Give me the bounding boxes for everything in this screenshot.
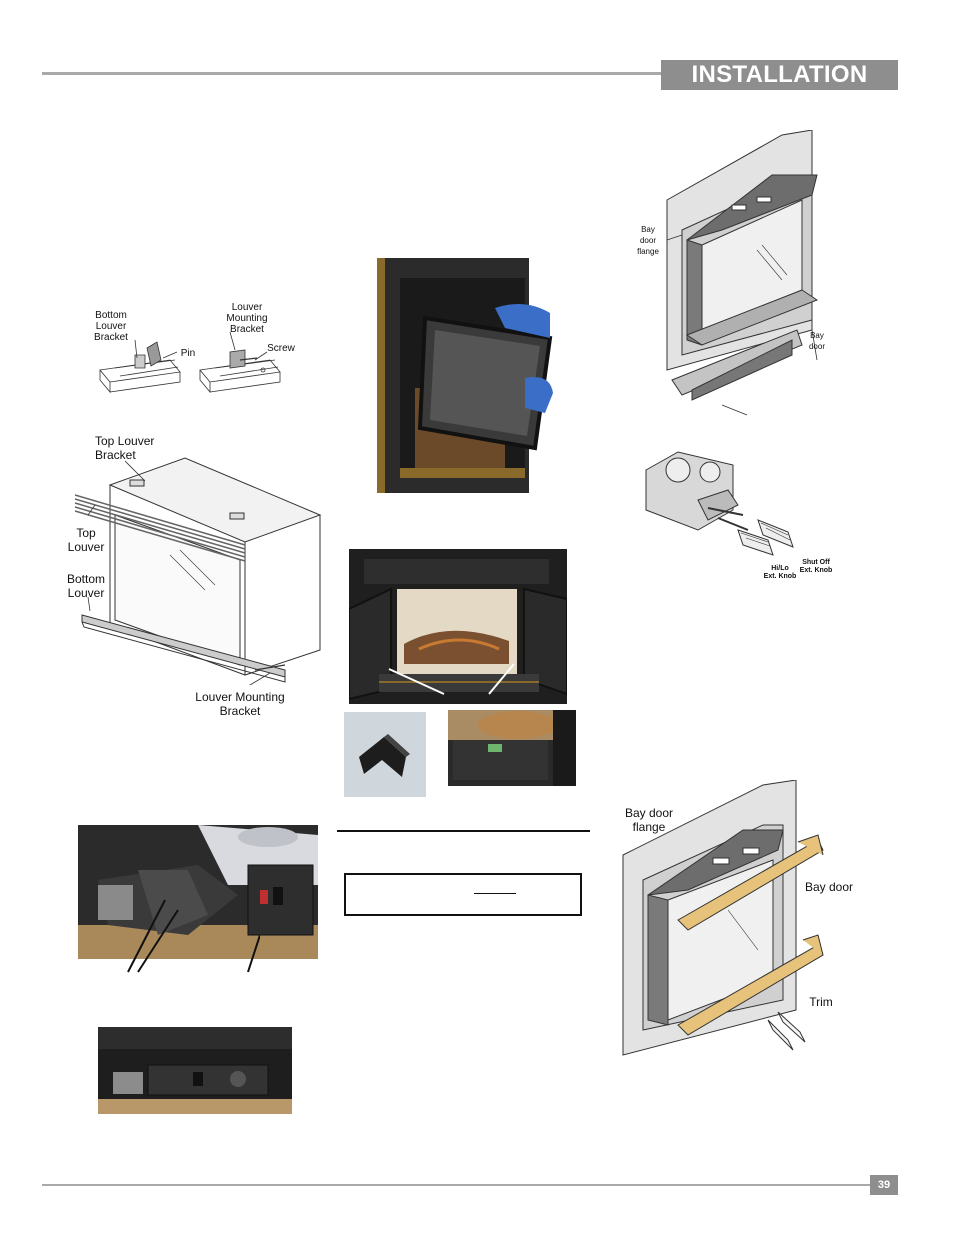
clip-installed-photo	[448, 710, 576, 786]
screw-label: Screw	[267, 343, 295, 354]
pin-label: Pin	[180, 348, 196, 359]
bay-door-diagram-top	[662, 129, 827, 420]
installed-control-photo	[98, 1027, 292, 1114]
control-module-callout-lines	[120, 880, 261, 975]
caution-rule	[337, 830, 590, 832]
top-louver-bracket-label: Top Louver Bracket	[95, 434, 155, 462]
open-doors-photo	[349, 549, 567, 704]
louver-assembly-diagram	[70, 455, 330, 692]
louver-mounting-bracket-label: Louver Mounting Bracket	[195, 690, 285, 718]
shutoff-knob-label: Shut Off Ext. Knob	[799, 559, 833, 574]
clip-photo	[344, 712, 426, 797]
bottom-louver-label: Bottom Louver	[66, 572, 105, 600]
bay-door-diagram-bottom	[618, 779, 828, 1060]
louver-mounting-bracket-detail-label: Louver Mounting Bracket	[226, 302, 268, 335]
page-number: 39	[870, 1175, 898, 1195]
bay-door-flange-label-top: Bay door flange	[637, 225, 659, 256]
control-module-photo	[78, 825, 318, 959]
bay-door-label-top: Bay door	[808, 331, 825, 351]
header-rule	[42, 72, 661, 75]
caution-box	[344, 873, 582, 916]
hilo-knob-label: Hi/Lo Ext. Knob	[763, 565, 797, 580]
trim-label: Trim	[809, 995, 833, 1009]
gas-valve-diagram	[638, 440, 818, 565]
footer-rule	[42, 1184, 870, 1186]
louver-bracket-detail-diagram	[95, 300, 305, 410]
caution-underline	[474, 893, 516, 894]
screen-removal-photo	[375, 258, 555, 493]
page-title: INSTALLATION	[661, 60, 898, 90]
top-louver-label: Top Louver	[67, 526, 105, 554]
bottom-louver-bracket-label: Bottom Louver Bracket	[94, 310, 128, 343]
bay-door-flange-label-bottom: Bay door flange	[624, 806, 674, 834]
bay-door-label-bottom: Bay door	[804, 880, 854, 894]
